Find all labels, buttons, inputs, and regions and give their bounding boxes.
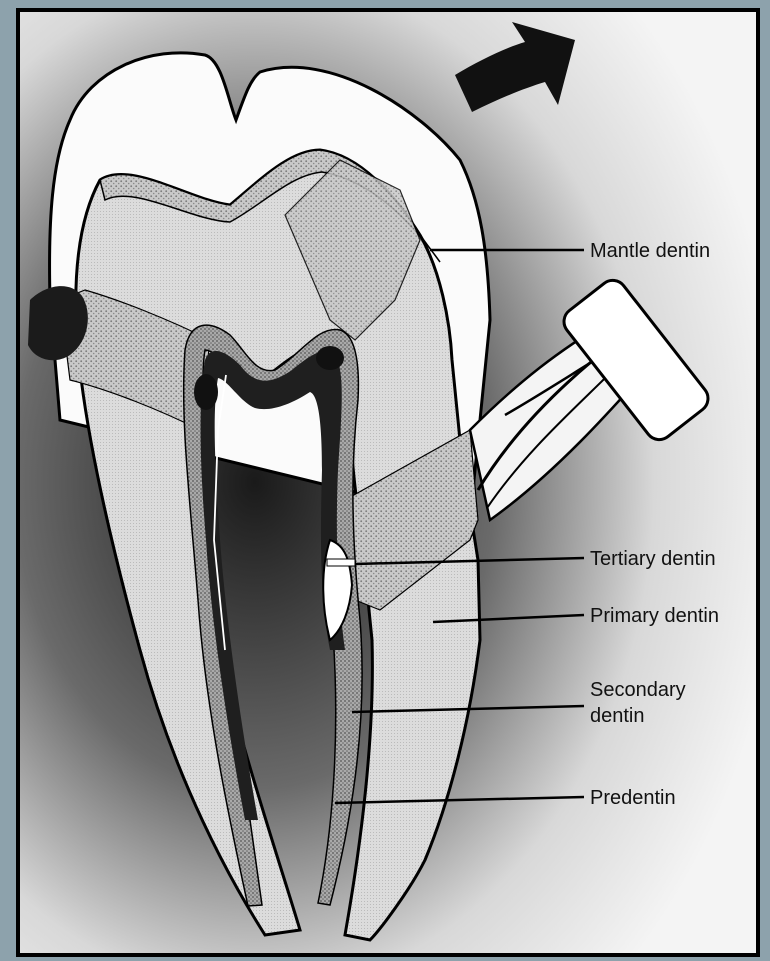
pulp-horn-left <box>194 374 218 410</box>
pulp-horn-right <box>316 346 344 370</box>
label-predentin: Predentin <box>590 787 676 809</box>
label-secondary-line1: Secondary <box>590 679 686 701</box>
label-secondary-line2: dentin <box>590 705 645 727</box>
tertiary-dentin-marker <box>327 559 355 566</box>
label-tertiary-dentin: Tertiary dentin <box>590 548 716 570</box>
label-mantle-dentin: Mantle dentin <box>590 240 710 262</box>
label-primary-dentin: Primary dentin <box>590 605 719 627</box>
